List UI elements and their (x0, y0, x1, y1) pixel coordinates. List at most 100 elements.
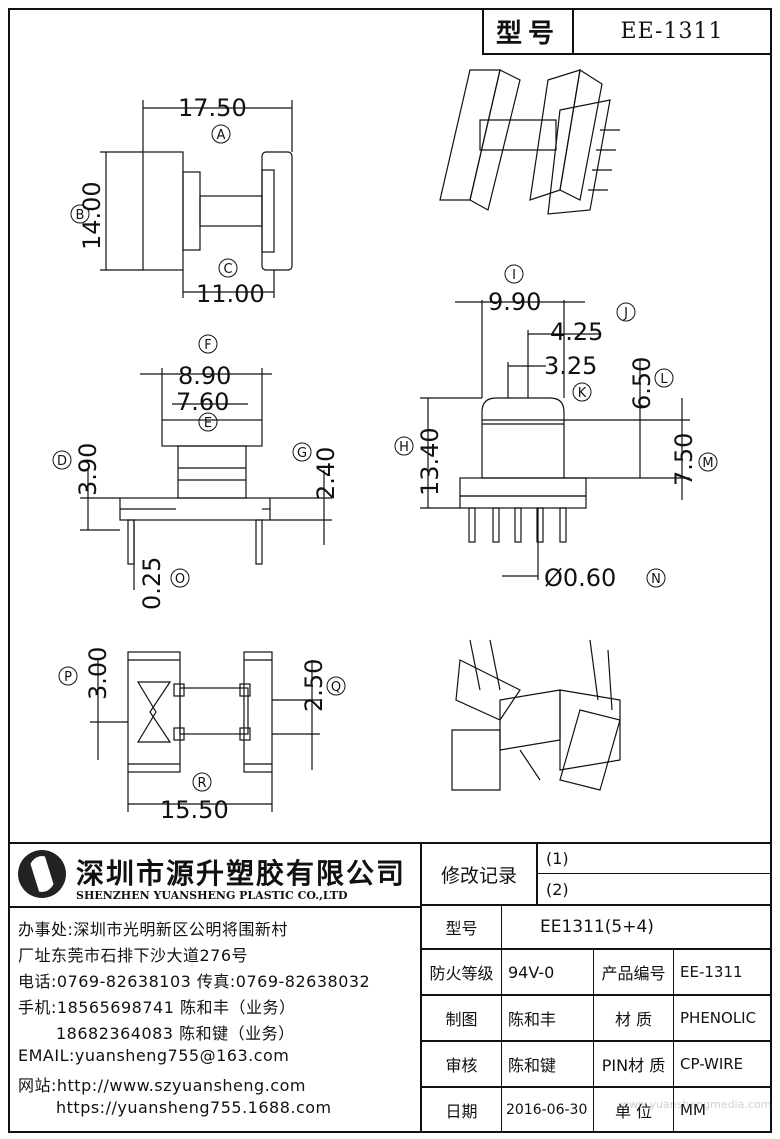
marker-i: I (512, 268, 516, 283)
date-value: 2016-06-30 (502, 1088, 594, 1131)
side-view-top (100, 100, 293, 298)
office-address: 办事处:深圳市光明新区公明将围新村 (18, 920, 288, 939)
dim-f: 8.90 (178, 362, 231, 390)
material-label: 材 质 (594, 996, 674, 1040)
dim-k: 3.25 (544, 352, 597, 380)
pin-5 (559, 507, 567, 543)
marker-n: N (651, 572, 661, 587)
marker-h: H (399, 440, 409, 455)
drawn-by-value: 陈和丰 (502, 996, 594, 1040)
marker-r: R (197, 776, 206, 791)
factory-address: 厂址东莞市石排下沙大道276号 (18, 946, 249, 965)
left-collar (182, 171, 201, 251)
pin-left (127, 519, 135, 565)
dim-e: 7.60 (176, 388, 229, 416)
marker-e: E (204, 416, 212, 431)
center-body (177, 445, 247, 499)
marker-m: M (702, 456, 713, 471)
dim-o: 0.25 (138, 557, 166, 610)
bobbin-top (481, 397, 565, 479)
iso-view-bottom (451, 639, 621, 791)
marker-f: F (204, 338, 211, 353)
dim-i: 9.90 (488, 288, 541, 316)
marker-o: O (175, 572, 185, 587)
marker-p: P (64, 670, 72, 685)
bottom-right-flange (243, 651, 273, 773)
dim-l: 6.50 (628, 357, 656, 410)
left-flange (142, 151, 184, 271)
pin-material-value: CP-WIRE (680, 1055, 744, 1073)
right-flange (261, 151, 293, 271)
marker-g: G (297, 446, 307, 461)
email: EMAIL:yuansheng755@163.com (18, 1046, 290, 1065)
model-label: 型号 (484, 10, 574, 53)
marker-d: D (57, 454, 67, 469)
dim-n: Ø0.60 (544, 564, 616, 592)
marker-j: J (623, 306, 628, 321)
dim-b: 14.00 (78, 181, 106, 250)
unit-label: 单 位 (594, 1088, 674, 1131)
side-view-right (420, 300, 690, 580)
drawing-frame (8, 8, 772, 1133)
dim-h: 13.40 (416, 427, 444, 496)
title-block-header: 型号 EE-1311 (482, 8, 772, 55)
model-value: EE-1311 (620, 19, 724, 44)
pin-2 (492, 507, 500, 543)
pin-1 (468, 507, 476, 543)
revision-label: 修改记录 (422, 844, 538, 904)
bobbin-base (459, 477, 587, 497)
bottom-view (90, 651, 320, 812)
mobile-2: 18682364083 陈和键（业务） (56, 1024, 295, 1043)
product-no-value: EE-1311 (680, 963, 743, 981)
material-value: PHENOLIC (680, 1009, 757, 1027)
pin-material-label: PIN材 质 (594, 1042, 674, 1086)
bottom-core (179, 687, 249, 735)
dim-p: 3.00 (84, 647, 112, 700)
company-logo (18, 850, 66, 898)
marker-k: K (578, 386, 587, 401)
dim-c: 11.00 (196, 280, 265, 308)
pin-3 (514, 507, 522, 543)
v-slot (136, 681, 172, 743)
marker-q: Q (331, 680, 341, 695)
fire-rating-label: 防火等级 (422, 950, 502, 994)
product-no-label: 产品编号 (594, 950, 674, 994)
website-2: https://yuansheng755.1688.com (56, 1098, 332, 1117)
mobile-1: 手机:18565698741 陈和丰（业务） (18, 998, 296, 1017)
unit-value: MM (680, 1100, 706, 1119)
pin-4 (536, 507, 544, 543)
fire-rating-value: 94V-0 (502, 950, 594, 994)
marker-l: L (660, 372, 668, 387)
phone-fax: 电话:0769-82638103 传真:0769-82638032 (18, 972, 371, 991)
model-row-value: EE1311(5+4) (540, 917, 654, 937)
pin-right (255, 519, 263, 565)
dim-r: 15.50 (160, 796, 229, 824)
drawn-by-label: 制图 (422, 996, 502, 1040)
model-row-label: 型号 (422, 906, 502, 948)
marker-a: A (217, 128, 226, 143)
technical-drawing: 17.50 14.00 11.00 8.90 7.60 3.90 2.40 0.… (52, 69, 718, 824)
dim-g: 2.40 (312, 447, 340, 500)
dim-j: 4.25 (550, 318, 603, 346)
revision-2: (2) (546, 879, 569, 899)
iso-view-top (439, 69, 620, 215)
core-tube (199, 195, 263, 227)
bottom-left-flange (127, 651, 181, 773)
company-name-cn: 深圳市源升塑胶有限公司 (76, 857, 407, 890)
front-view-left (80, 368, 332, 590)
date-label: 日期 (422, 1088, 502, 1131)
marker-c: C (223, 262, 232, 277)
reviewer-value: 陈和键 (502, 1042, 594, 1086)
dim-m: 7.50 (670, 433, 698, 486)
right-collar (261, 169, 275, 253)
pin-block (459, 495, 587, 509)
reviewer-label: 审核 (422, 1042, 502, 1086)
watermark: www.yuanshengmedia.com (620, 1098, 772, 1111)
dim-q: 2.50 (300, 659, 328, 712)
website-1: 网站:http://www.szyuansheng.com (18, 1076, 306, 1095)
marker-b: B (76, 208, 85, 223)
title-block-divider (8, 842, 772, 844)
revision-1: (1) (538, 844, 772, 874)
dim-a: 17.50 (178, 94, 247, 122)
title-block-vline (420, 842, 422, 1133)
